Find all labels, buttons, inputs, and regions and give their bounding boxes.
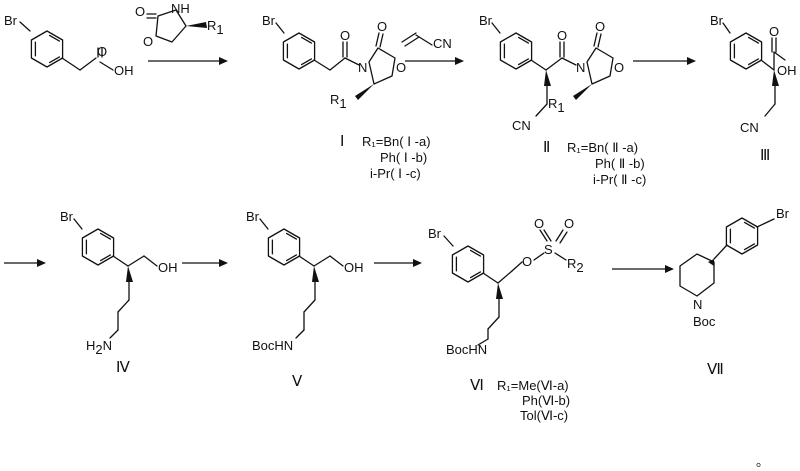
starting-oh: OH bbox=[114, 63, 134, 78]
starting-material: Br O OH bbox=[4, 13, 134, 78]
compound-vi-label: Ⅵ R₁=Me(Ⅵ-a) Ph(Ⅵ-b) Tol(Ⅵ-c) bbox=[470, 378, 570, 423]
arrow-2 bbox=[405, 57, 464, 65]
compound-iv-oh: OH bbox=[158, 260, 178, 275]
compound-i-o1: O bbox=[340, 28, 350, 43]
compound-vii: Br N Boc Ⅶ bbox=[679, 206, 790, 378]
arrow-7 bbox=[612, 265, 674, 273]
compound-iii-o: O bbox=[769, 24, 779, 39]
reagent-ring-o: O bbox=[143, 34, 153, 49]
compound-ii-o2: O bbox=[595, 19, 605, 34]
compound-vii-n: N bbox=[693, 297, 702, 312]
arrow-1 bbox=[148, 57, 228, 65]
reagent-oxazolidinone: O NH O R1 bbox=[135, 1, 224, 49]
compound-v-roman: Ⅴ bbox=[292, 374, 303, 390]
compound-v: Br BocHN OH Ⅴ bbox=[246, 209, 364, 390]
footer-mark: 。 bbox=[756, 454, 769, 469]
compound-i-variant-c: i-Pr( Ⅰ -c) bbox=[370, 166, 421, 181]
compound-ii-br: Br bbox=[479, 13, 493, 28]
compound-vi-variant-a: R₁=Me(Ⅵ-a) bbox=[497, 378, 569, 393]
compound-v-br: Br bbox=[246, 209, 260, 224]
compound-ii-variant-a: R₁=Bn( Ⅱ -a) bbox=[567, 140, 638, 155]
compound-i-o3: O bbox=[396, 60, 406, 75]
compound-ii-variant-b: Ph( Ⅱ -b) bbox=[595, 156, 645, 171]
compound-iii-roman: Ⅲ bbox=[760, 148, 770, 164]
compound-ii-label: Ⅱ R₁=Bn( Ⅱ -a) Ph( Ⅱ -b) i-Pr( Ⅱ -c) bbox=[543, 140, 646, 187]
compound-ii-o1: O bbox=[557, 28, 567, 43]
compound-iii-oh: OH bbox=[777, 63, 797, 78]
compound-iv-br: Br bbox=[60, 209, 74, 224]
compound-iii-br: Br bbox=[710, 13, 724, 28]
compound-iv: Br H2N OH Ⅳ bbox=[60, 209, 178, 376]
compound-ii: Br CN O N O O R1 bbox=[479, 13, 624, 133]
compound-iii-cn: CN bbox=[740, 120, 759, 135]
compound-vi: Br BocHN O S O O R2 bbox=[428, 216, 584, 357]
compound-ii-r1: R1 bbox=[548, 96, 565, 115]
compound-iv-roman: Ⅳ bbox=[116, 360, 130, 376]
compound-ii-cn: CN bbox=[512, 118, 531, 133]
arrow-6 bbox=[374, 259, 422, 267]
compound-i-variant-a: R₁=Bn( Ⅰ -a) bbox=[362, 134, 431, 149]
compound-i-roman: Ⅰ bbox=[340, 134, 344, 150]
starting-br: Br bbox=[4, 13, 18, 28]
compound-i-br: Br bbox=[262, 13, 276, 28]
compound-vii-roman: Ⅶ bbox=[707, 362, 724, 378]
compound-ii-variant-c: i-Pr( Ⅱ -c) bbox=[593, 172, 646, 187]
compound-i-variant-b: Ph( Ⅰ -b) bbox=[380, 150, 427, 165]
arrow-5 bbox=[182, 259, 228, 267]
compound-i-r1: R1 bbox=[330, 92, 347, 111]
compound-vi-roman: Ⅵ bbox=[470, 378, 484, 394]
compound-vi-o2: O bbox=[534, 216, 544, 231]
compound-i: Br O N O O R1 bbox=[262, 13, 406, 111]
compound-ii-roman: Ⅱ bbox=[543, 140, 550, 156]
compound-vii-br: Br bbox=[776, 206, 790, 221]
compound-vi-o1: O bbox=[522, 254, 532, 269]
compound-vi-bochn: BocHN bbox=[446, 342, 487, 357]
compound-vi-br: Br bbox=[428, 226, 442, 241]
compound-vi-r2: R2 bbox=[567, 256, 584, 275]
compound-v-oh: OH bbox=[344, 260, 364, 275]
arrow-4 bbox=[4, 259, 46, 267]
compound-vii-boc: Boc bbox=[693, 314, 716, 329]
reagent-r1: R1 bbox=[207, 18, 224, 37]
compound-vi-s: S bbox=[544, 242, 553, 257]
compound-ii-o3: O bbox=[614, 60, 624, 75]
arrow-3 bbox=[633, 57, 696, 65]
compound-iii: Br CN O OH Ⅲ bbox=[710, 13, 797, 164]
compound-vi-variant-b: Ph(Ⅵ-b) bbox=[522, 393, 570, 408]
reagent-acrylonitrile: CN bbox=[401, 32, 452, 51]
compound-ii-n: N bbox=[576, 60, 585, 75]
reagent-nh: NH bbox=[171, 1, 190, 16]
compound-v-bochn: BocHN bbox=[252, 338, 293, 353]
compound-vi-o3: O bbox=[564, 216, 574, 231]
reagent-cn: CN bbox=[433, 36, 452, 51]
compound-iv-h2n: H2N bbox=[86, 338, 112, 357]
compound-i-label: Ⅰ R₁=Bn( Ⅰ -a) Ph( Ⅰ -b) i-Pr( Ⅰ -c) bbox=[340, 134, 431, 181]
reagent-carbonyl-o: O bbox=[135, 4, 145, 19]
compound-vi-variant-c: Tol(Ⅵ-c) bbox=[520, 408, 568, 423]
compound-i-n: N bbox=[358, 60, 367, 75]
compound-i-o2: O bbox=[377, 19, 387, 34]
